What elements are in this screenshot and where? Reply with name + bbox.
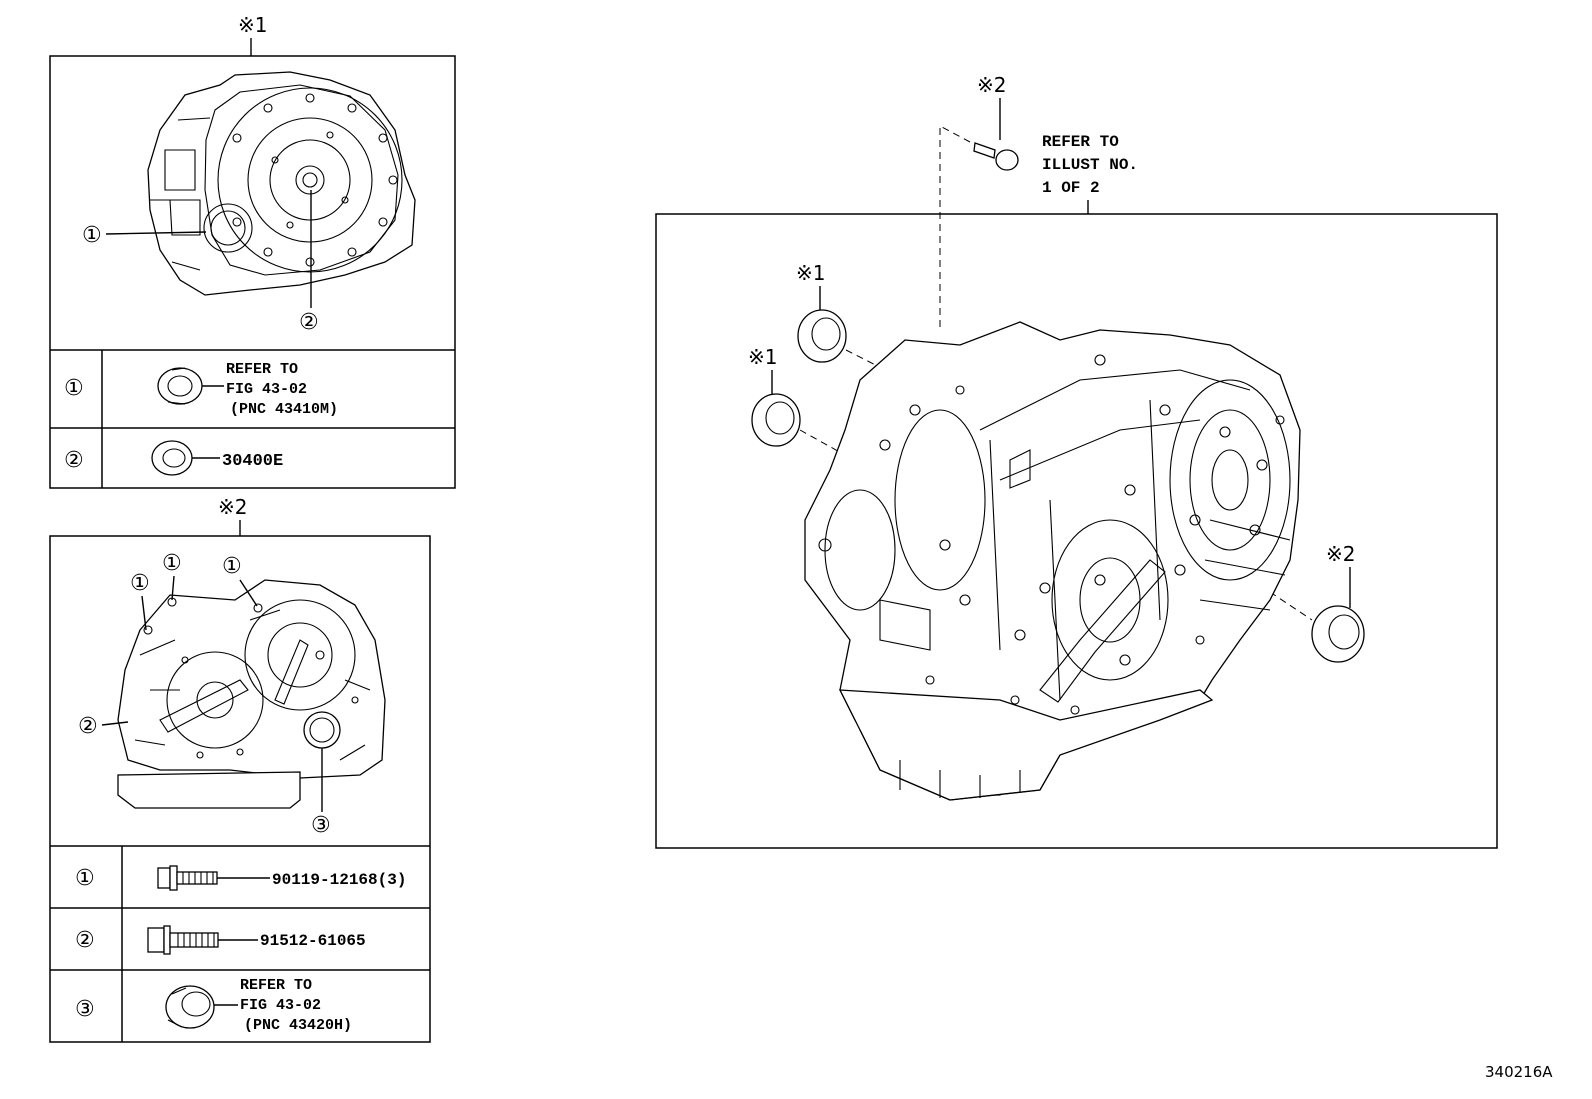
transaxle-assembly-illustration (804, 321, 1301, 801)
panel-2-frame (49, 535, 431, 1043)
panel-1-row-2-num: ② (64, 448, 84, 473)
panel-2-marker-1b: ① (162, 551, 182, 576)
transaxle-end-view-illustration (147, 71, 416, 296)
panel-1-row-1-line-2: FIG 43-02 (226, 381, 307, 398)
main-note-line-1: REFER TO (1042, 133, 1119, 151)
figure-id: 340216A (1485, 1063, 1553, 1081)
panel-2-row-2-num: ② (75, 928, 95, 953)
seal-ring-icon (151, 440, 193, 476)
hex-bolt-icon (147, 925, 219, 955)
panel-1-marker-1: ① (82, 223, 102, 248)
panel-1-callout: ※1 (238, 13, 267, 37)
main-callout-seal-c: ※2 (1326, 542, 1355, 566)
main-callout-seal-a: ※1 (796, 261, 825, 285)
bolt-icon (973, 142, 1019, 171)
panel-2-row-3-line-2: FIG 43-02 (240, 997, 321, 1014)
panel-1: ※1 ① (49, 13, 456, 489)
transaxle-front-view-illustration (117, 579, 386, 809)
panel-2-marker-2: ② (78, 714, 98, 739)
oil-seal-c-icon (1311, 605, 1365, 663)
panel-2: ※2 ① ① ① (49, 495, 431, 1043)
panel-2-row-2-part: 91512-61065 (260, 932, 366, 950)
panel-1-row-1-line-1: REFER TO (226, 361, 298, 378)
oil-seal-b-icon (751, 393, 801, 447)
panel-2-row-3-num: ③ (75, 997, 95, 1022)
main-note-line-2: ILLUST NO. (1042, 156, 1138, 174)
panel-2-marker-1c: ① (222, 554, 242, 579)
panel-2-marker-1a: ① (130, 571, 150, 596)
main-callout-top: ※2 (977, 73, 1006, 97)
panel-1-row-1-line-3: (PNC 43410M) (230, 401, 338, 418)
main-assembly: ※2 REFER TO ILLUST NO. 1 OF 2 ※1 ※1 ※2 (655, 73, 1498, 849)
panel-2-row-3-line-3: (PNC 43420H) (244, 1017, 352, 1034)
main-frame (655, 213, 1498, 849)
panel-2-row-3-line-1: REFER TO (240, 977, 312, 994)
panel-1-row-1-num: ① (64, 376, 84, 401)
main-callout-seal-b: ※1 (748, 345, 777, 369)
panel-2-callout: ※2 (218, 495, 247, 519)
panel-2-marker-3: ③ (311, 813, 331, 838)
panel-1-marker-2: ② (299, 310, 319, 335)
main-note-line-3: 1 OF 2 (1042, 179, 1100, 197)
panel-1-row-2-part: 30400E (222, 452, 283, 471)
panel-2-row-1-num: ① (75, 866, 95, 891)
oil-seal-a-icon (797, 309, 847, 363)
oil-seal-icon (165, 985, 215, 1029)
panel-2-row-1-part: 90119-12168(3) (272, 871, 406, 889)
panel-1-frame (49, 55, 456, 489)
flange-bolt-icon (157, 865, 218, 891)
oil-seal-icon (157, 367, 203, 405)
